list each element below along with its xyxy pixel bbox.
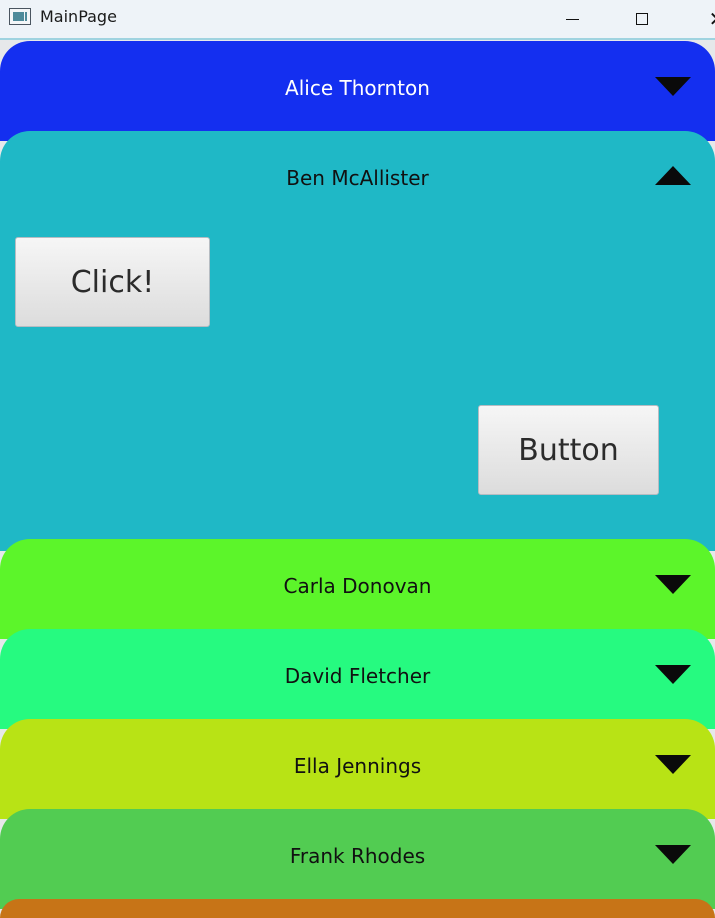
close-icon: ✕: [709, 7, 715, 31]
titlebar-divider: [0, 38, 715, 40]
minimize-icon: [565, 18, 579, 20]
expand-arrow-icon[interactable]: [655, 755, 691, 774]
expand-arrow-icon[interactable]: [655, 77, 691, 96]
collapse-arrow-icon[interactable]: [655, 166, 691, 185]
close-button[interactable]: ✕: [694, 0, 715, 38]
accordion-panel-frank-rhodes: Frank Rhodes: [0, 809, 715, 909]
maximize-button[interactable]: [619, 0, 665, 38]
expand-arrow-icon[interactable]: [655, 845, 691, 864]
panel-header-label[interactable]: Carla Donovan: [283, 574, 432, 598]
panel-header-label[interactable]: Frank Rhodes: [289, 844, 426, 868]
accordion-panel-ben-mcallister: Ben McAllister Click! Button: [0, 131, 715, 551]
panel-header-label[interactable]: Ben McAllister: [286, 166, 429, 190]
click-button[interactable]: Click!: [15, 237, 210, 327]
accordion-panel-alice-thornton: Alice Thornton: [0, 41, 715, 141]
accordion-panel-david-fletcher: David Fletcher: [0, 629, 715, 729]
accordion-panel-partial: [0, 899, 715, 918]
accordion-panel-carla-donovan: Carla Donovan: [0, 539, 715, 639]
expand-arrow-icon[interactable]: [655, 665, 691, 684]
panel-header-label[interactable]: Ella Jennings: [293, 754, 422, 778]
panel-header-label[interactable]: David Fletcher: [284, 664, 431, 688]
expand-arrow-icon[interactable]: [655, 575, 691, 594]
window-title: MainPage: [40, 7, 117, 26]
accordion-panel-ella-jennings: Ella Jennings: [0, 719, 715, 819]
panel-header-label[interactable]: Alice Thornton: [285, 76, 430, 100]
generic-button[interactable]: Button: [478, 405, 659, 495]
window-titlebar: MainPage ✕: [0, 0, 715, 39]
maximize-icon: [636, 13, 648, 25]
minimize-button[interactable]: [549, 0, 595, 38]
app-window-icon: [9, 8, 31, 25]
